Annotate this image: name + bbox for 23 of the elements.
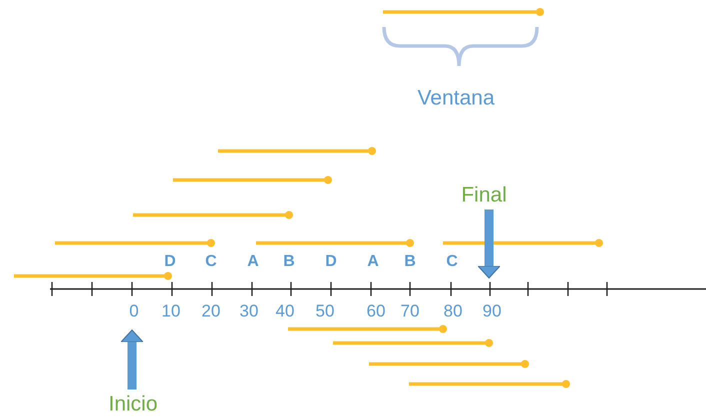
tick-label: 80 bbox=[444, 302, 462, 320]
event-letter: A bbox=[247, 254, 259, 270]
tick-label: 60 bbox=[366, 302, 386, 320]
event-letter: B bbox=[283, 254, 295, 270]
arrow bbox=[478, 210, 500, 278]
event-letter: C bbox=[446, 254, 458, 270]
tick-label: 20 bbox=[202, 302, 220, 320]
arrow bbox=[120, 330, 144, 390]
event-letter: B bbox=[404, 254, 416, 270]
tick-label: 0 bbox=[129, 302, 139, 320]
event-letter: D bbox=[325, 254, 337, 270]
tick-label: 40 bbox=[276, 302, 294, 320]
milestone-label: Final bbox=[461, 184, 507, 206]
window-label: Ventana bbox=[417, 88, 495, 108]
tick-label: 70 bbox=[400, 302, 420, 320]
tick-label: 30 bbox=[240, 302, 258, 320]
event-letter: C bbox=[205, 254, 217, 270]
tick-label: 10 bbox=[162, 302, 180, 320]
tick-label: 90 bbox=[482, 302, 502, 320]
tick-label: 50 bbox=[316, 302, 334, 320]
milestone-label: Inicio bbox=[108, 394, 158, 414]
event-letter: A bbox=[367, 254, 379, 270]
event-letter: D bbox=[164, 254, 176, 270]
